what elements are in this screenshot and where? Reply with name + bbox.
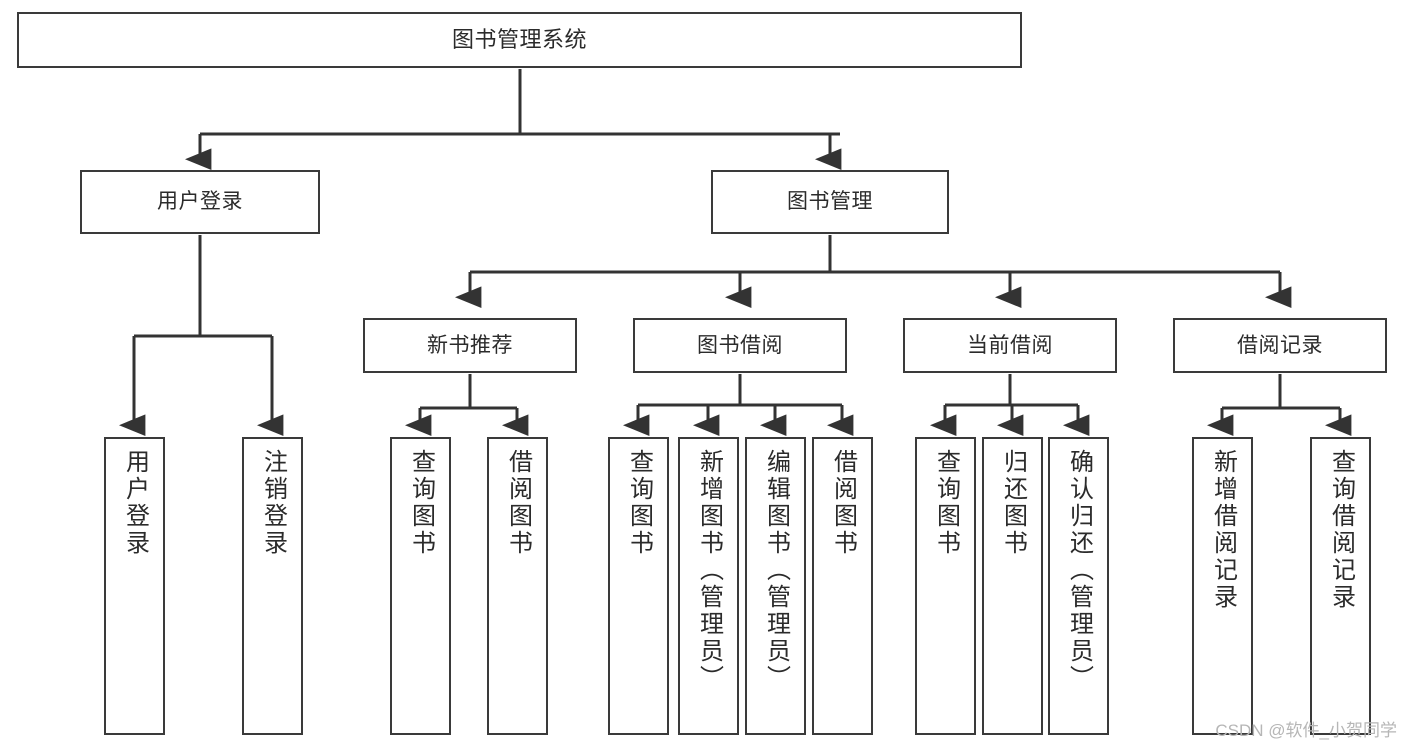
node-book-manage[interactable]: 图书管理 [711,170,949,234]
node-new-book-recommend-label: 新书推荐 [427,333,513,357]
leaf-user-login-2-label: 注销登录 [259,449,287,557]
leaf-book-borrow-2-label: 新增图书（管理员） [695,449,723,692]
leaf-current-borrow-2[interactable]: 归还图书 [982,437,1043,735]
leaf-current-borrow-1[interactable]: 查询图书 [915,437,976,735]
leaf-book-borrow-3[interactable]: 编辑图书（管理员） [745,437,806,735]
leaf-current-borrow-1-label: 查询图书 [932,449,960,557]
csdn-watermark: CSDN @软件_小贺同学 [1215,721,1397,740]
leaf-book-borrow-2[interactable]: 新增图书（管理员） [678,437,739,735]
leaf-new-book-1-label: 查询图书 [407,449,435,557]
leaf-book-borrow-4[interactable]: 借阅图书 [812,437,873,735]
node-new-book-recommend[interactable]: 新书推荐 [363,318,577,373]
leaf-borrow-record-1[interactable]: 新增借阅记录 [1192,437,1253,735]
leaf-book-borrow-3-label: 编辑图书（管理员） [762,449,790,692]
leaf-book-borrow-1-label: 查询图书 [625,449,653,557]
node-root-system-label: 图书管理系统 [451,26,587,52]
leaf-book-borrow-4-label: 借阅图书 [829,449,857,557]
leaf-borrow-record-2[interactable]: 查询借阅记录 [1310,437,1371,735]
node-current-borrow[interactable]: 当前借阅 [903,318,1117,373]
node-book-borrow-label: 图书借阅 [697,333,783,357]
leaf-borrow-record-1-label: 新增借阅记录 [1209,449,1237,611]
leaf-current-borrow-3[interactable]: 确认归还（管理员） [1048,437,1109,735]
leaf-borrow-record-2-label: 查询借阅记录 [1327,449,1355,611]
leaf-current-borrow-3-label: 确认归还（管理员） [1065,449,1093,692]
leaf-book-borrow-1[interactable]: 查询图书 [608,437,669,735]
leaf-user-login-1[interactable]: 用户登录 [104,437,165,735]
leaf-current-borrow-2-label: 归还图书 [999,449,1027,557]
leaf-new-book-2[interactable]: 借阅图书 [487,437,548,735]
node-book-manage-label: 图书管理 [787,190,873,214]
leaf-user-login-1-label: 用户登录 [121,449,149,557]
node-user-login-label: 用户登录 [157,190,243,214]
leaf-user-login-2[interactable]: 注销登录 [242,437,303,735]
leaf-new-book-1[interactable]: 查询图书 [390,437,451,735]
node-user-login[interactable]: 用户登录 [80,170,320,234]
node-borrow-record-label: 借阅记录 [1237,333,1323,357]
leaf-new-book-2-label: 借阅图书 [504,449,532,557]
node-current-borrow-label: 当前借阅 [967,333,1053,357]
node-root-system[interactable]: 图书管理系统 [17,12,1022,68]
node-book-borrow[interactable]: 图书借阅 [633,318,847,373]
node-borrow-record[interactable]: 借阅记录 [1173,318,1387,373]
